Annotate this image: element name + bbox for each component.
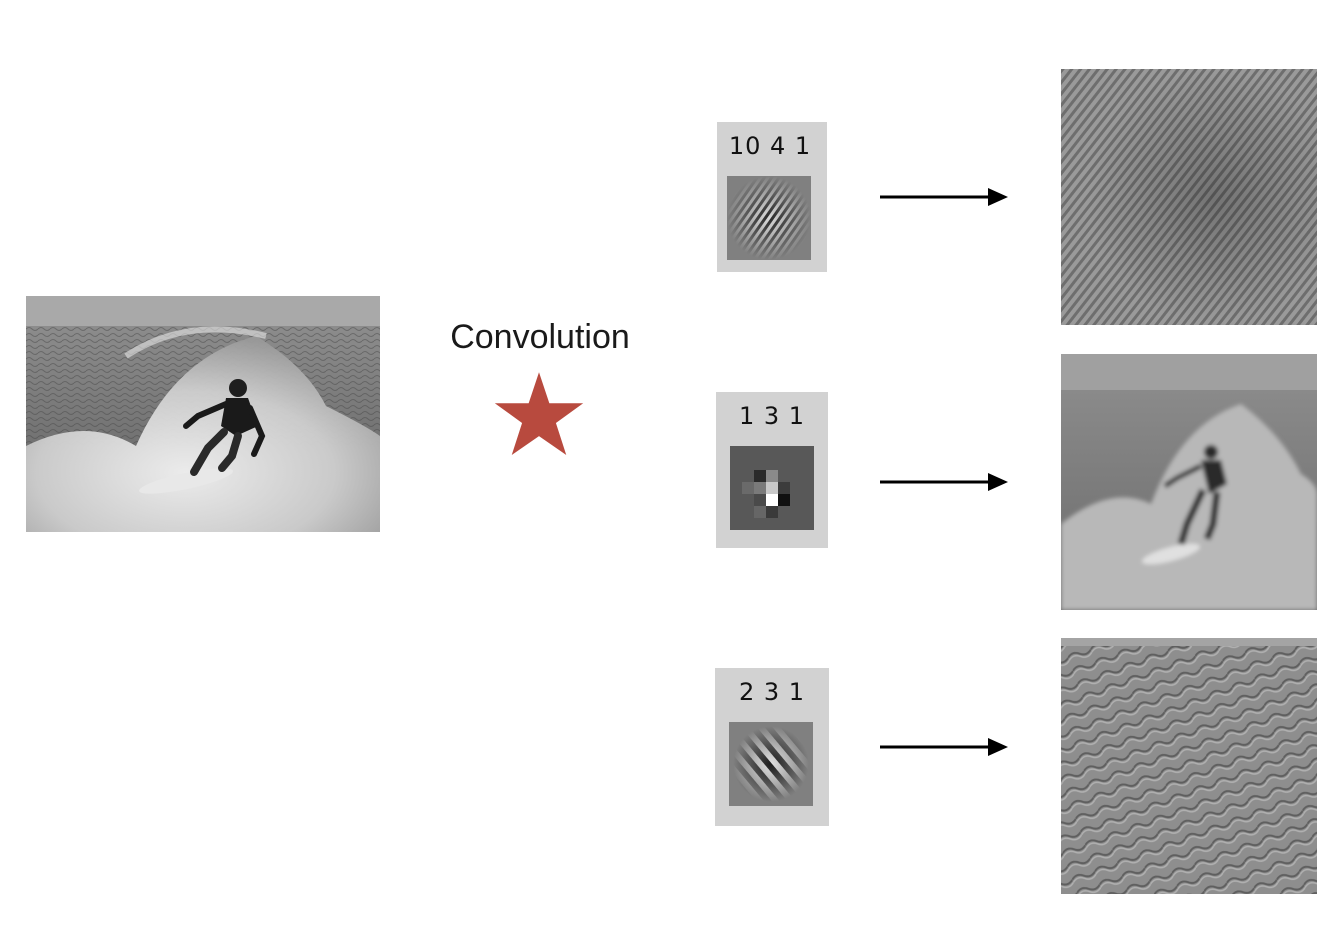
arrow-right-icon: [880, 188, 1008, 206]
arrow-right-icon: [880, 473, 1008, 491]
filter-label: 1 3 1: [738, 402, 806, 430]
blob-filter-thumbnail: [730, 446, 814, 530]
filter-label: 10 4 1: [728, 132, 812, 160]
feature-map-2: [1061, 354, 1317, 610]
filter-card-1: 10 4 1: [717, 122, 827, 272]
filter-card-2: 1 3 1: [716, 392, 828, 548]
feature-map-1: [1061, 69, 1317, 325]
input-surfer-photo: [26, 296, 380, 532]
filter-label: 2 3 1: [738, 678, 806, 706]
star-icon: [494, 372, 584, 455]
filter-card-3: 2 3 1: [715, 668, 829, 826]
convolution-label: Convolution: [450, 318, 630, 356]
edge-filter-thumbnail: [729, 722, 813, 806]
feature-map-3: [1061, 638, 1317, 894]
gabor-filter-thumbnail: [727, 176, 811, 260]
arrow-right-icon: [880, 738, 1008, 756]
surfer-figure: [139, 379, 266, 494]
